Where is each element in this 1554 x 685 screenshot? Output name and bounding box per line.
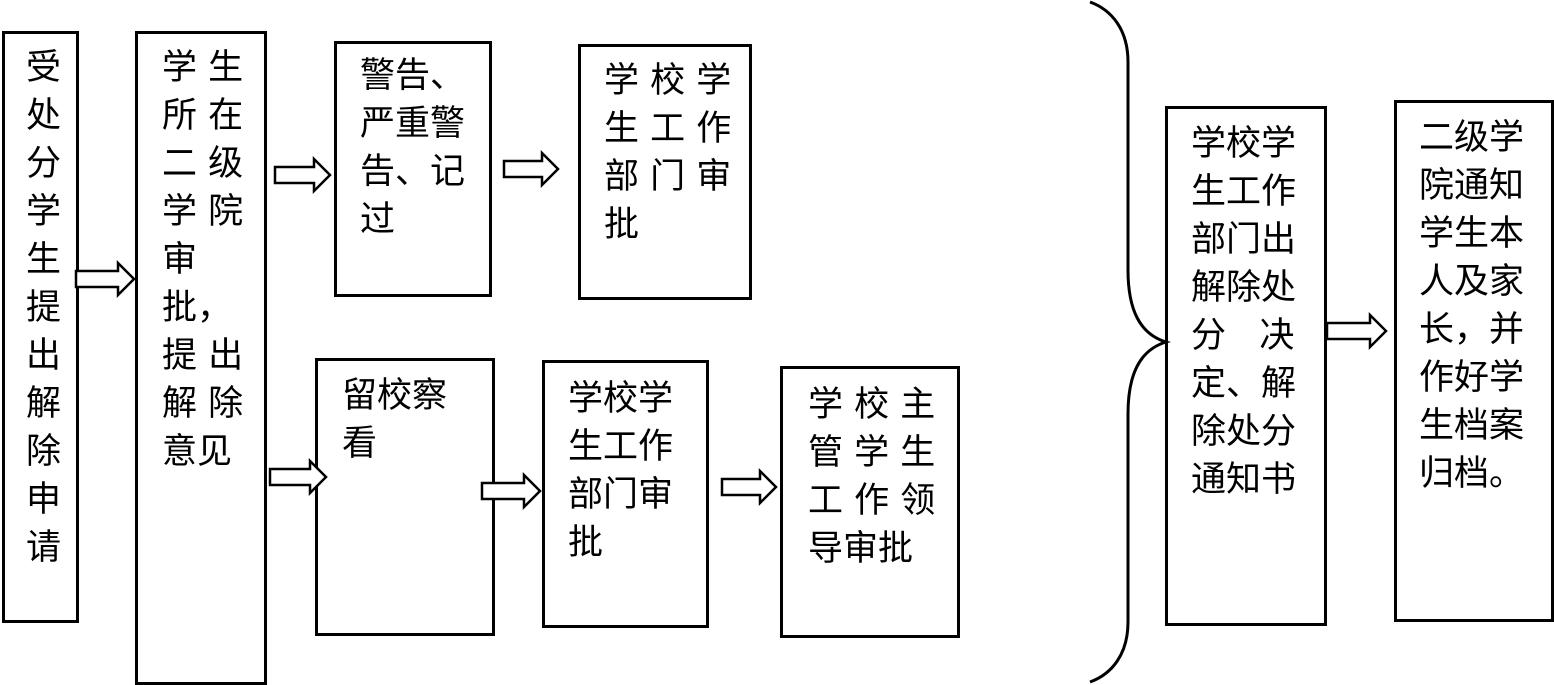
node-notify-archive: [1394, 100, 1554, 622]
node-student-affairs-approval-1: [578, 44, 752, 300]
arrow-n8-n9: [1325, 311, 1388, 351]
node-warning-demerit-text: 警告、 严重警 告、记 过: [360, 56, 466, 240]
node-college-approval-text: 学 生 所 在 二 级 学 院 审 批， 提 出 解 除 意见: [162, 48, 244, 472]
arrow-n2-n5: [268, 457, 328, 497]
node-probation-text: 留校察 看: [342, 376, 448, 464]
arrow-n3-n4: [502, 149, 560, 189]
node-removal-decision-text: 学校学 生工作 部门出 解除处 分 决 定、解 除处分 通知书: [1191, 124, 1297, 500]
node-college-approval: [135, 31, 267, 685]
node-notify-archive-text: 二级学 院通知 学生本 人及家 长，并 作好学 生档案 归档。: [1419, 118, 1525, 494]
node-apply-removal-text: 受 处 分 学 生 提 出 解 除 申 请: [26, 48, 62, 568]
node-student-affairs-approval-2-text: 学校学 生工作 部门审 批: [568, 379, 674, 563]
node-warning-demerit: [334, 41, 492, 297]
node-apply-removal: [2, 31, 79, 623]
arrow-n1-n2: [74, 259, 136, 299]
node-leader-approval-text: 学 校 主 管 学 生 工 作 领 导审批: [808, 385, 936, 569]
node-student-affairs-approval-2: [542, 360, 709, 628]
brace-merge: [1089, 0, 1172, 684]
arrow-n5-n6: [480, 471, 542, 511]
arrow-n2-n3: [273, 155, 332, 195]
arrow-n6-n7: [720, 467, 778, 507]
node-leader-approval: [780, 366, 960, 638]
node-student-affairs-approval-1-text: 学 校 学 生 工 作 部 门 审 批: [604, 61, 732, 245]
node-removal-decision: [1165, 106, 1327, 626]
